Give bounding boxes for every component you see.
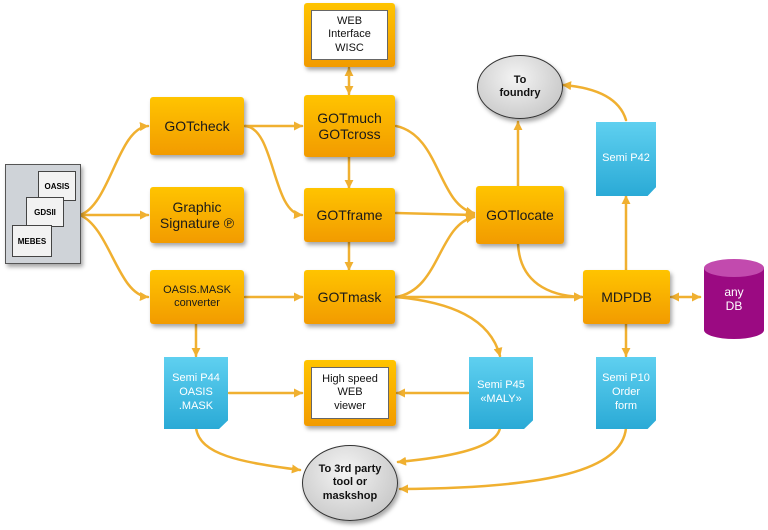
semi-p10-label-2: Order — [611, 386, 641, 399]
file-oasis: OASIS — [38, 171, 76, 201]
high-speed-viewer-label-1: High speed — [322, 373, 378, 386]
edge-gotcheck-gotframe — [243, 124, 304, 219]
any-db-label-2: DB — [725, 299, 743, 313]
mdpdb-label: MDPDB — [601, 288, 652, 305]
edge-gotmask-gotlocate — [394, 214, 476, 299]
web-interface-label-2: Interface — [328, 28, 371, 41]
gotframe-box[interactable]: GOTframe — [304, 188, 395, 242]
high-speed-viewer-label-3: viewer — [334, 399, 366, 412]
web-interface-label-3: WISC — [335, 41, 364, 54]
to-third-party-label-1: To 3rd party — [318, 463, 382, 476]
semi-p10-label-1: Semi P10 — [602, 372, 650, 385]
to-foundry-terminal[interactable]: To foundry — [477, 55, 563, 119]
gotmuch-label: GOTmuch — [317, 109, 382, 126]
semi-p10-doc[interactable]: Semi P10 Order form — [596, 357, 656, 429]
mdpdb-box[interactable]: MDPDB — [583, 270, 670, 324]
file-mebes: MEBES — [12, 225, 52, 257]
semi-p44-label-2: OASIS — [179, 386, 213, 399]
edge-gotmask-p45 — [394, 295, 503, 358]
to-foundry-label-1: To — [513, 73, 527, 86]
gotmuch-gotcross-box[interactable]: GOTmuch GOTcross — [304, 95, 395, 157]
high-speed-viewer-panel: High speed WEB viewer — [311, 367, 389, 419]
graphic-signature-box[interactable]: Graphic Signature ℗ — [150, 187, 244, 243]
gotcross-label: GOTcross — [318, 126, 381, 142]
edge-files-gotcheck — [78, 122, 150, 217]
semi-p45-doc[interactable]: Semi P45 «MALY» — [469, 357, 533, 429]
gotframe-label: GOTframe — [316, 206, 383, 223]
database-icon — [704, 259, 764, 339]
graphic-signature-label-2: Signature ℗ — [159, 215, 235, 231]
to-third-party-label-2: tool or — [332, 476, 368, 489]
gotmask-box[interactable]: GOTmask — [304, 270, 395, 324]
high-speed-viewer-box[interactable]: High speed WEB viewer — [304, 360, 396, 426]
edge-p42-foundry — [561, 81, 628, 122]
to-foundry-label-2: foundry — [499, 87, 541, 99]
high-speed-viewer-label-2: WEB — [337, 386, 363, 399]
file-gdsii: GDSII — [26, 197, 64, 227]
edge-p45-thirdparty — [396, 426, 502, 466]
oasis-mask-converter-label-2: converter — [174, 297, 220, 309]
edge-gotmuch-gotlocate — [394, 124, 476, 216]
gotcheck-box[interactable]: GOTcheck — [150, 97, 244, 155]
semi-p44-label-3: .MASK — [178, 399, 214, 412]
semi-p44-label-1: Semi P44 — [172, 372, 220, 385]
file-mebes-label: MEBES — [17, 236, 47, 246]
semi-p44-doc[interactable]: Semi P44 OASIS .MASK — [164, 357, 228, 429]
to-third-party-label-3: maskshop — [322, 489, 378, 502]
web-interface-box[interactable]: WEB Interface WISC — [304, 3, 395, 67]
graphic-signature-label-1: Graphic — [172, 198, 222, 215]
edge-gotlocate-mdpdb — [516, 242, 584, 302]
any-db-label-1: any — [724, 284, 744, 299]
gotlocate-box[interactable]: GOTlocate — [476, 186, 564, 244]
file-oasis-label: OASIS — [44, 181, 70, 191]
input-files-stack: OASIS GDSII MEBES — [5, 164, 81, 264]
edge-files-converter — [78, 213, 150, 301]
oasis-mask-converter-box[interactable]: OASIS.MASK converter — [150, 270, 244, 324]
semi-p42-label: Semi P42 — [602, 152, 650, 165]
gotmask-label: GOTmask — [317, 288, 382, 305]
semi-p45-label-2: «MALY» — [480, 393, 522, 405]
edge-p10-thirdparty — [398, 426, 628, 494]
semi-p45-label-1: Semi P45 — [477, 379, 525, 392]
file-gdsii-label: GDSII — [34, 207, 56, 217]
edge-gotframe-gotlocate — [394, 210, 476, 220]
gotcheck-label: GOTcheck — [164, 117, 230, 134]
edge-p44-thirdparty — [194, 426, 302, 474]
web-interface-panel: WEB Interface WISC — [311, 10, 388, 60]
gotlocate-label: GOTlocate — [486, 206, 554, 223]
web-interface-label-1: WEB — [336, 15, 363, 28]
semi-p10-label-3: form — [615, 399, 637, 412]
semi-p42-doc[interactable]: Semi P42 — [596, 122, 656, 196]
oasis-mask-converter-label-1: OASIS.MASK — [163, 284, 231, 297]
any-db-cylinder[interactable]: any DB — [703, 258, 765, 340]
to-third-party-terminal[interactable]: To 3rd party tool or maskshop — [302, 445, 398, 521]
